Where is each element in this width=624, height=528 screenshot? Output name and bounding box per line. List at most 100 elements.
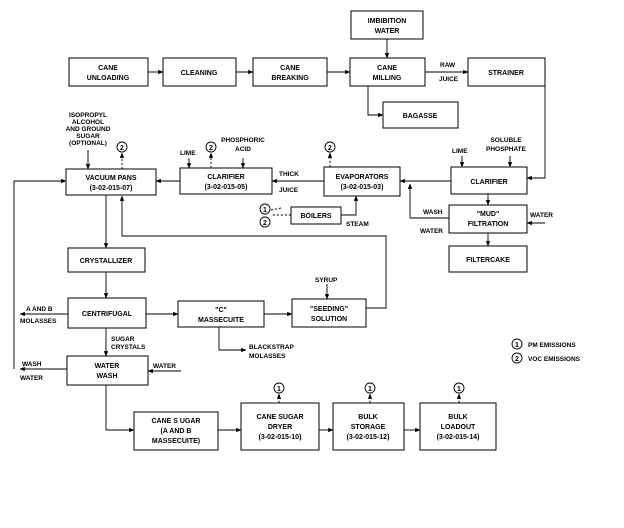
svg-text:2: 2 (209, 145, 213, 152)
flow-labels: RAW JUICE ISOPROPYL ALCOHOL AND GROUND S… (20, 62, 553, 382)
svg-text:EVAPORATORS: EVAPORATORS (336, 174, 389, 181)
label-isopropyl-1: ALCOHOL (72, 119, 104, 126)
svg-text:CLEANING: CLEANING (181, 70, 218, 77)
process-box-mud-filtration: "MUD" FILTRATION (448, 204, 528, 234)
label-blackstrap-molasses-1: MOLASSES (249, 353, 286, 360)
process-box-cane-sugar-dryer: CANE SUGAR DRYER (3-02-015-10) (240, 402, 320, 451)
process-box-water-wash: WATER WASH (66, 355, 149, 386)
pm-marker-loadout: 1 (453, 382, 465, 394)
process-box-clarifier-1: CLARIFIER (3-02-015-05) (179, 167, 273, 195)
voc-marker-clarifier: 2 (205, 141, 217, 153)
label-isopropyl-2: AND GROUND (66, 126, 111, 133)
svg-text:(3-02-015-07): (3-02-015-07) (90, 185, 133, 192)
pm-marker-storage: 1 (364, 382, 376, 394)
svg-text:CANE: CANE (377, 65, 397, 72)
label-lime-2: LIME (452, 148, 468, 155)
svg-text:LOADOUT: LOADOUT (441, 424, 476, 431)
process-box-imbibition-water: IMBIBITION WATER (350, 10, 424, 40)
process-box-centrifugal: CENTRIFUGAL (67, 297, 147, 329)
label-phosphoric-acid-1: ACID (235, 146, 251, 153)
label-isopropyl-3: SUGAR (76, 133, 100, 140)
process-box-vacuum-pans: VACUUM PANS (3-02-015-07) (65, 168, 157, 196)
voc-marker-evaporators: 2 (324, 141, 336, 153)
label-water-wash-in: WATER (153, 363, 176, 370)
svg-text:CANE S UGAR: CANE S UGAR (151, 418, 200, 425)
label-juice-top: JUICE (439, 76, 459, 83)
svg-text:CLARIFIER: CLARIFIER (207, 174, 244, 181)
svg-text:BAGASSE: BAGASSE (403, 113, 438, 120)
svg-text:IMBIBITION: IMBIBITION (368, 18, 407, 25)
label-a-and-b-molasses-0: A AND B (26, 306, 53, 313)
label-juice-mid: JUICE (279, 187, 299, 194)
svg-text:(3-02-015-05): (3-02-015-05) (205, 184, 248, 191)
svg-text:"C": "C" (215, 307, 227, 314)
label-lime-1: LIME (180, 150, 196, 157)
label-wash-water-1: WATER (20, 375, 43, 382)
label-steam: STEAM (346, 221, 369, 228)
pm-marker-boilers: 1 (259, 203, 271, 215)
svg-text:WATER: WATER (375, 28, 400, 35)
legend: 1 PM EMISSIONS 2 VOC EMISSIONS (511, 338, 581, 364)
svg-text:1: 1 (515, 342, 519, 349)
svg-text:PM EMISSIONS: PM EMISSIONS (528, 342, 576, 349)
label-isopropyl-0: ISOPROPYL (69, 112, 107, 119)
svg-text:"SEEDING": "SEEDING" (310, 306, 348, 313)
svg-text:2: 2 (328, 145, 332, 152)
svg-text:FILTERCAKE: FILTERCAKE (466, 257, 510, 264)
process-box-clarifier-2: CLARIFIER (450, 166, 528, 195)
svg-text:1: 1 (263, 207, 267, 214)
process-box-cane-unloading: CANE UNLOADING (68, 57, 149, 87)
voc-marker-vacuum-pans: 2 (116, 141, 128, 153)
label-a-and-b-molasses-1: MOLASSES (20, 318, 57, 325)
svg-text:(A AND B: (A AND B (161, 428, 192, 435)
label-raw: RAW (440, 62, 456, 69)
voc-marker-boilers: 2 (259, 216, 271, 228)
svg-text:2: 2 (120, 145, 124, 152)
connectors (13, 39, 546, 433)
label-soluble-phosphate-0: SOLUBLE (490, 137, 522, 144)
svg-text:BULK: BULK (358, 414, 377, 421)
svg-text:WASH: WASH (97, 373, 118, 380)
svg-text:CANE SUGAR: CANE SUGAR (256, 414, 303, 421)
svg-text:2: 2 (515, 356, 519, 363)
label-water-mud-out: WATER (420, 228, 443, 235)
process-box-cane-sugar: CANE S UGAR (A AND B MASSECUITE) (133, 411, 219, 451)
process-box-cane-breaking: CANE BREAKING (252, 57, 328, 87)
svg-text:VOC EMISSIONS: VOC EMISSIONS (528, 356, 581, 363)
svg-text:BREAKING: BREAKING (271, 75, 309, 82)
process-box-boilers: BOILERS (290, 206, 342, 225)
process-box-filtercake: FILTERCAKE (448, 245, 528, 273)
svg-text:DRYER: DRYER (268, 424, 292, 431)
legend-voc-entry: 2 VOC EMISSIONS (511, 352, 581, 364)
svg-text:FILTRATION: FILTRATION (468, 221, 509, 228)
process-box-seeding-solution: "SEEDING" SOLUTION (291, 298, 367, 328)
svg-text:CRYSTALLIZER: CRYSTALLIZER (80, 258, 133, 265)
pm-marker-dryer: 1 (273, 382, 285, 394)
svg-text:STRAINER: STRAINER (488, 70, 524, 77)
svg-text:BULK: BULK (448, 414, 467, 421)
process-box-strainer: STRAINER (467, 57, 546, 87)
emission-markers: 2 2 2 1 2 1 1 1 (116, 141, 465, 394)
svg-text:MILLING: MILLING (373, 75, 402, 82)
label-sugar-crystals-1: CRYSTALS (111, 344, 146, 351)
process-box-bagasse: BAGASSE (382, 101, 459, 129)
svg-text:MASSECUITE: MASSECUITE (198, 317, 244, 324)
svg-text:WATER: WATER (95, 363, 120, 370)
svg-text:BOILERS: BOILERS (300, 213, 331, 220)
process-box-crystallizer: CRYSTALLIZER (67, 247, 146, 273)
process-box-evaporators: EVAPORATORS (3-02-015-03) (323, 166, 401, 197)
svg-text:1: 1 (277, 386, 281, 393)
label-syrup: SYRUP (315, 277, 338, 284)
svg-text:SOLUTION: SOLUTION (311, 316, 347, 323)
svg-text:STORAGE: STORAGE (351, 424, 386, 431)
svg-text:CANE: CANE (280, 65, 300, 72)
svg-text:(3-02-015-10): (3-02-015-10) (259, 434, 302, 441)
svg-text:MASSECUITE): MASSECUITE) (152, 438, 200, 445)
label-sugar-crystals-0: SUGAR (111, 336, 135, 343)
svg-text:2: 2 (263, 220, 267, 227)
process-box-c-massecuite: "C" MASSECUITE (177, 300, 265, 328)
svg-text:(3-02-015-03): (3-02-015-03) (341, 184, 384, 191)
label-wash: WASH (423, 209, 443, 216)
svg-text:"MUD": "MUD" (477, 211, 500, 218)
